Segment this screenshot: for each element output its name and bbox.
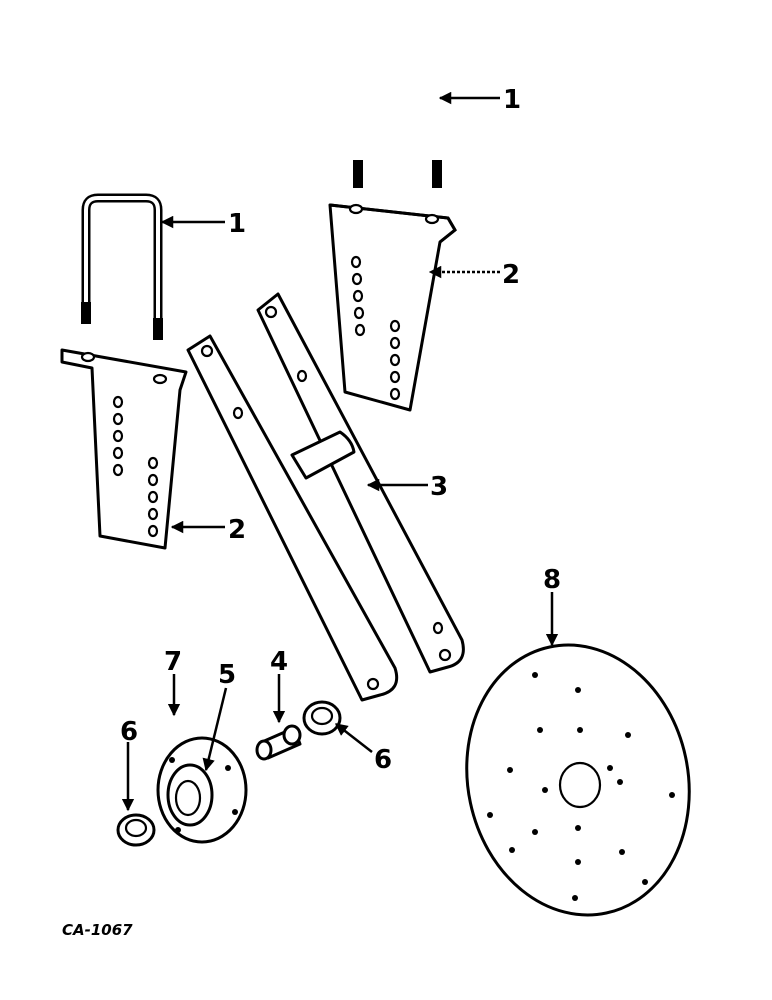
wheel-hub: [156, 736, 248, 844]
leader-lines: [121, 91, 559, 812]
mounting-bracket-right: [328, 203, 457, 412]
callout-1-upper: 1: [503, 85, 521, 115]
callout-1-lower: 1: [228, 209, 246, 239]
disc-wheel: [465, 643, 691, 917]
callout-7: 7: [164, 647, 182, 677]
mounting-bracket-left: [60, 348, 188, 550]
callout-2-upper: 2: [502, 260, 520, 290]
callout-6-right: 6: [374, 745, 392, 775]
u-bolt-lower: [81, 193, 163, 340]
spacer-tube: [255, 724, 302, 761]
wheel-arm-assembly: [186, 292, 465, 702]
callout-5: 5: [218, 660, 236, 690]
callout-3: 3: [430, 472, 448, 502]
callout-2-lower: 2: [228, 515, 246, 545]
figure-code: CA-1067: [62, 921, 133, 939]
callout-6-left: 6: [120, 717, 138, 747]
callout-8: 8: [543, 565, 561, 595]
bearing-left: [116, 813, 156, 847]
callout-4: 4: [270, 647, 288, 677]
bearing-right: [302, 700, 342, 736]
u-bolt-upper: [353, 40, 442, 188]
